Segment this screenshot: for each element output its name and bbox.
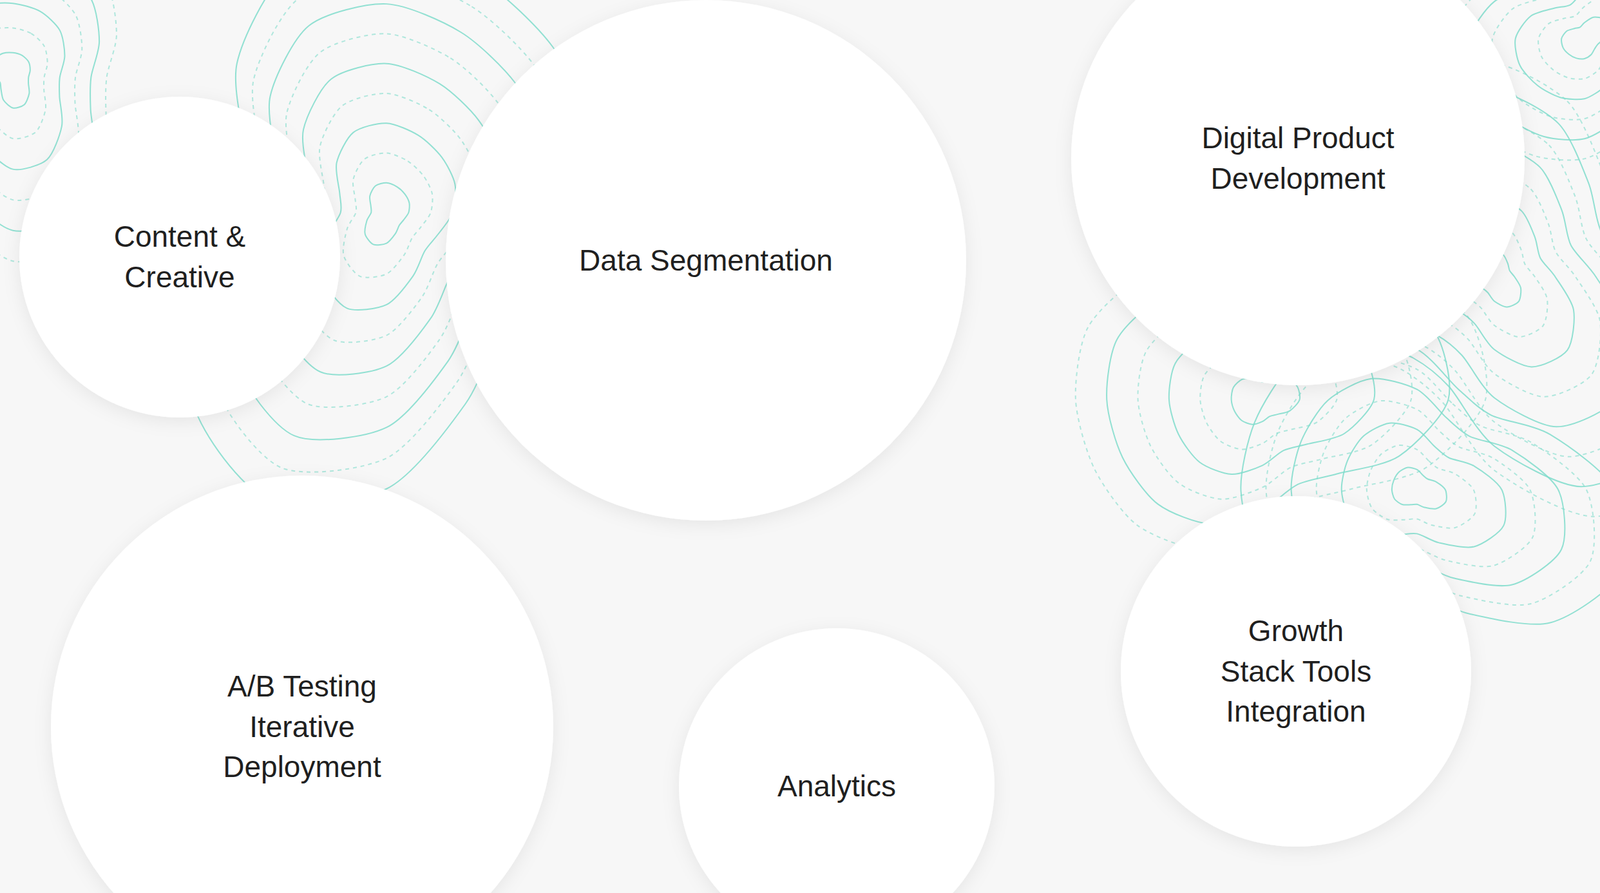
topic-label: Analytics [777, 765, 896, 807]
contour-line [0, 3, 65, 171]
topic-label: Data Segmentation [579, 240, 833, 281]
contour-line [1561, 16, 1600, 59]
circle-outline [678, 628, 995, 893]
contour-line [364, 182, 410, 246]
contour-line [1231, 378, 1300, 425]
contour-line [1514, 0, 1600, 100]
contour-line [321, 123, 456, 310]
topic-label: Digital Product Development [1178, 117, 1418, 199]
topic-circle: Data Segmentation [445, 0, 967, 521]
contour-line [343, 152, 433, 277]
contour-line [1391, 466, 1447, 509]
contour-line [0, 52, 31, 109]
topic-label: Content & Creative [95, 216, 264, 297]
topic-circle: A/B Testing Iterative Deployment [50, 475, 554, 893]
contour-line [0, 27, 48, 139]
topic-circle: Growth Stack Tools Integration [1120, 495, 1472, 847]
topic-circle: Content & Creative [19, 96, 341, 418]
topic-label: Growth Stack Tools Integration [1207, 610, 1385, 732]
contour-line [1538, 0, 1600, 80]
contour-line [1366, 445, 1477, 529]
topic-label: A/B Testing Iterative Deployment [208, 666, 396, 788]
topic-circle: Digital Product Development [1071, 0, 1525, 386]
topic-circle: Analytics [678, 628, 995, 893]
circle-outline [19, 96, 341, 418]
